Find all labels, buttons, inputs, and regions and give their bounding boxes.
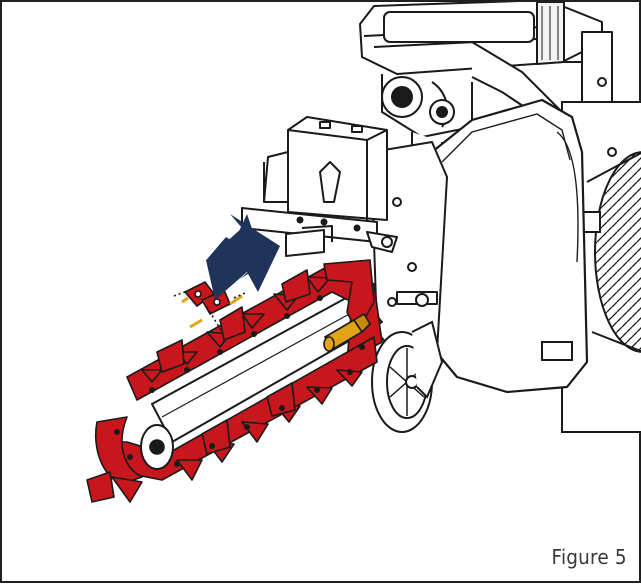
figure-caption: Figure 5 [551,545,627,569]
trencher-chain [86,259,383,503]
insertion-arrow-icon [206,214,280,300]
retaining-pin-icon [323,312,372,352]
drive-shaft [415,293,573,361]
mounting-plate [241,207,398,257]
exploded-clip-parts [173,280,248,333]
battery-box [263,116,388,221]
belt-guard [430,98,589,394]
front-wheel [371,320,444,433]
